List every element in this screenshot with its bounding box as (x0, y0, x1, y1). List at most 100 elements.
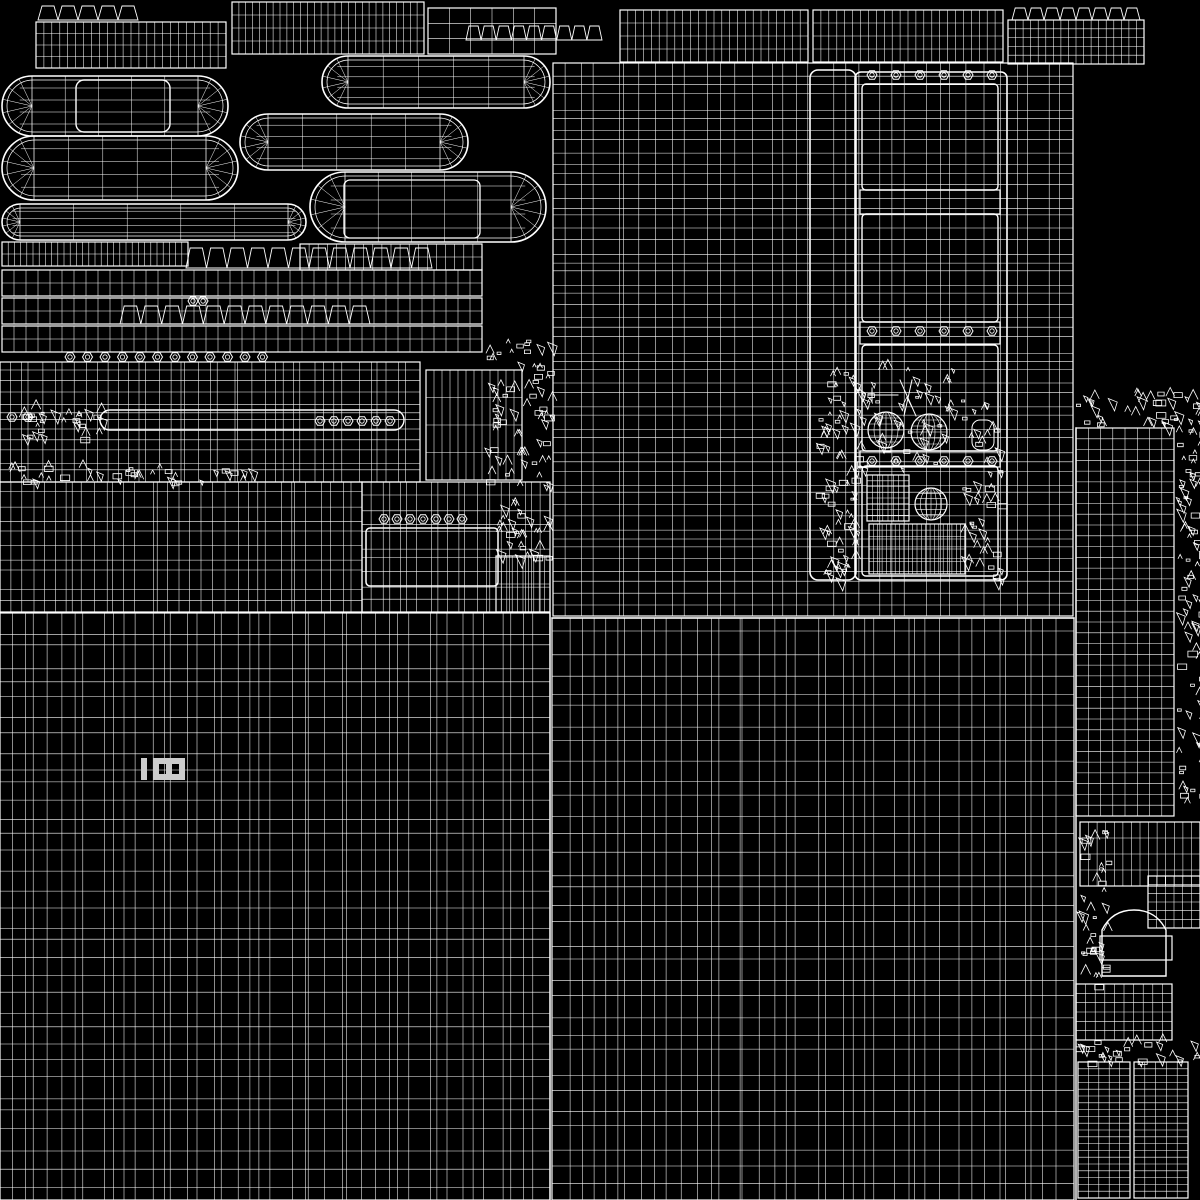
strip-4-border (1, 325, 483, 353)
uv-island-right-bottom-b-border (1133, 1061, 1189, 1199)
part-spike-set (867, 379, 917, 417)
rail-left (809, 69, 857, 581)
part-sphere-3-mesh (914, 487, 948, 521)
pill-1-window (75, 79, 171, 133)
nut-row-1-hole (102, 354, 108, 360)
uv-island-right-mid (1079, 821, 1200, 887)
pill-2-inner (6, 139, 234, 197)
nut-row-1-hole (172, 354, 178, 360)
frame-low-bolts-hole (965, 458, 971, 464)
left-mid-cylinder (425, 369, 523, 481)
pill-2 (1, 135, 239, 201)
pill-6 (1, 203, 307, 241)
part-oval (971, 419, 995, 451)
left-lower-fragments (8, 459, 259, 490)
strip-2-lines (1, 269, 483, 297)
frame-top-bolts-hole (989, 72, 995, 78)
frame-bar-3 (859, 450, 1001, 468)
top-left-block-border (231, 1, 425, 55)
pill-5 (309, 171, 547, 243)
strip-4-lines (1, 325, 483, 353)
pill-3 (321, 55, 551, 109)
part-sphere-1-mesh (867, 411, 905, 449)
uv-island-right-bottom-a-lines (1077, 1061, 1131, 1199)
nut-row-1-hole (207, 354, 213, 360)
uv-island-right-bottom-a (1077, 1061, 1131, 1199)
pill-6-inner (6, 207, 302, 237)
left-lower-nuts (378, 514, 468, 524)
left-lower-cluster (495, 496, 554, 570)
frame-mid-bolts-hole (917, 328, 923, 334)
left-mid-cluster (484, 338, 558, 493)
top-strip-b (812, 9, 1004, 63)
frame-window-4 (861, 465, 999, 577)
frame-low-bolts-hole (941, 458, 947, 464)
nut-row-1-hole (119, 354, 126, 360)
island-separators (549, 427, 1077, 1200)
left-lower-slats-border (495, 555, 551, 613)
left-mid-bolts-hole (373, 418, 379, 424)
left-lower-nuts-hole (433, 516, 439, 522)
right-top-teeth (1076, 386, 1200, 437)
part-clutter-rail (815, 366, 868, 592)
top-strip-teeth (1011, 7, 1141, 21)
frame-low-bolts (866, 456, 998, 466)
nut-row-1-hole (242, 354, 248, 360)
pill-6-mesh (2, 203, 306, 241)
strip-4 (1, 325, 483, 353)
left-lower-nuts-hole (394, 516, 400, 522)
left-lower-nuts-hole (459, 516, 465, 522)
frame-top-bolts-hole (869, 72, 875, 78)
uv-island-left-lower-right-border (361, 481, 551, 613)
uv-island-top-center-border (552, 62, 1074, 617)
pill-4-inner (244, 117, 464, 167)
left-lower-slats (495, 555, 551, 613)
top-small-block-border (427, 7, 557, 55)
frame-top-bolts-hole (917, 72, 923, 78)
left-mid-bolts-hole (331, 418, 337, 424)
strip-2 (1, 269, 483, 297)
top-far-left-block (35, 21, 227, 69)
left-lower-window (365, 527, 499, 587)
left-mid-cylinder-border (425, 369, 523, 481)
frame-low-bolts-hole (869, 458, 875, 464)
nut-row-1-hole (137, 354, 143, 360)
uv-island-right-box (1147, 875, 1200, 929)
strip-5 (299, 243, 483, 271)
uv-island-right-bottom-b-lines (1133, 1061, 1189, 1199)
frame-top-bolts-hole (941, 72, 947, 78)
frame-bar-1 (859, 189, 1001, 215)
frame-top-bolts-hole (965, 72, 971, 78)
part-clutter-frame (859, 358, 1006, 478)
uv-island-right-mid-border (1079, 821, 1200, 887)
right-arch-part (1101, 909, 1167, 977)
strip-1 (1, 241, 189, 267)
part-clutter-frame-right (960, 469, 1008, 592)
uv-island-right-bottom-b (1133, 1061, 1189, 1199)
left-mid-fragments (18, 398, 108, 447)
top-strip-a (619, 9, 809, 63)
strip-2-border (1, 269, 483, 297)
pill-2-mesh (2, 135, 238, 201)
top-far-left-block-border (35, 21, 227, 69)
part-block-a (866, 474, 910, 522)
frame-mid-bolts-hole (941, 328, 947, 334)
top-strip-a-border (619, 9, 809, 63)
left-mid-bolts-hole (387, 418, 393, 424)
frame-low-bolts-hole (917, 458, 923, 464)
uv-island-right-bottom-a-border (1077, 1061, 1131, 1199)
right-chain-links (1076, 828, 1113, 991)
left-mid-bolts-hole (359, 418, 365, 424)
pill-5-mesh (310, 171, 546, 243)
frame-mid-bolts (866, 326, 998, 336)
pill-3-mesh (322, 55, 550, 109)
uv-island-top-center (552, 62, 1074, 617)
top-small-teeth (465, 25, 603, 41)
pill-1-mesh (2, 75, 228, 137)
frame-outer (854, 71, 1008, 581)
strip-1-teeth (185, 247, 433, 269)
part-block-b (868, 523, 966, 575)
